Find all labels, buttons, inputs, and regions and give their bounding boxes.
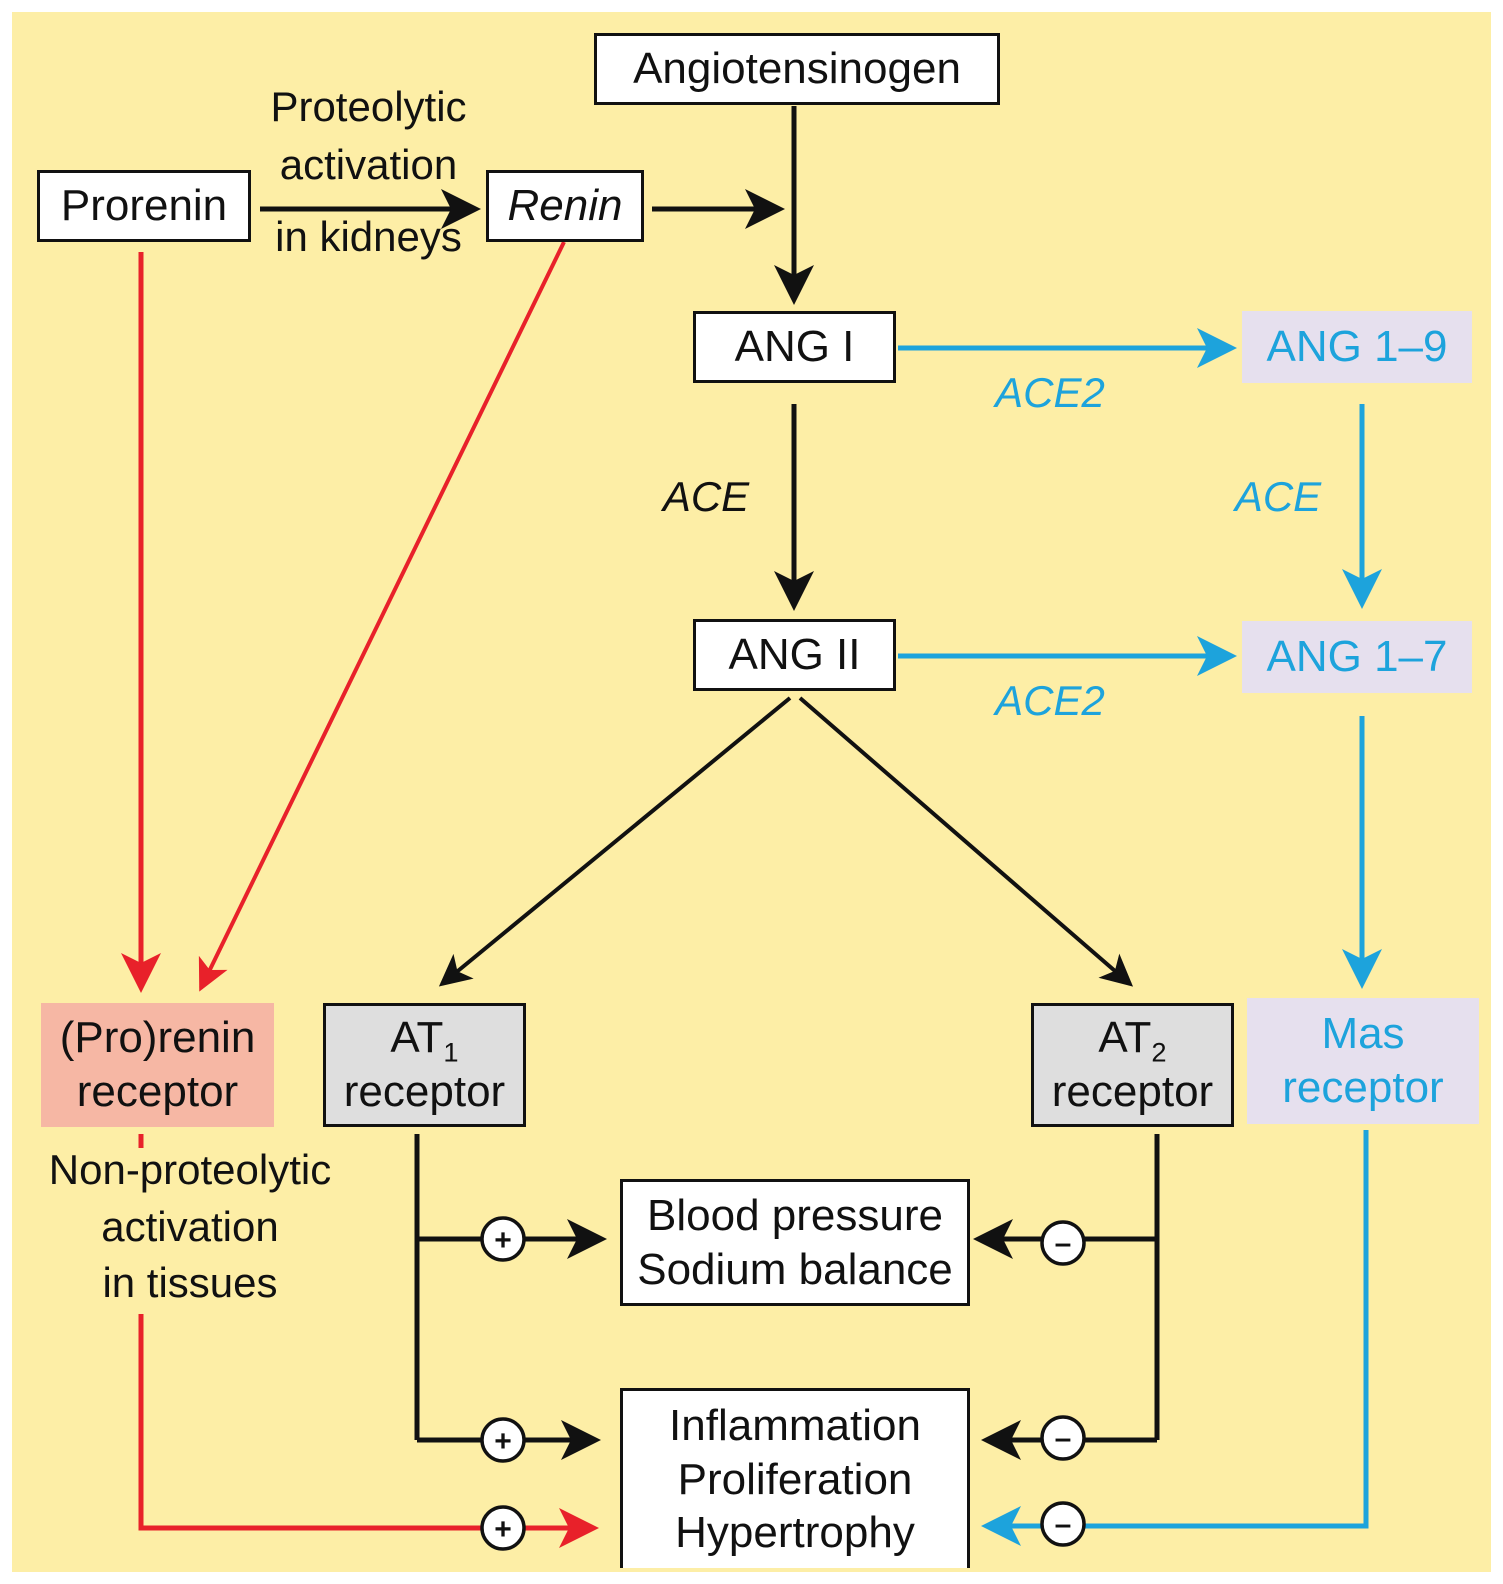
minus-label-mas: – <box>1055 1508 1072 1541</box>
at1-line2: receptor <box>343 1067 506 1116</box>
ang2-box: ANG II <box>693 619 896 691</box>
inflammation-box: Inflammation Proliferation Hypertrophy <box>620 1388 970 1568</box>
inflammation-line2: Proliferation <box>677 1454 913 1504</box>
non-proteolytic-line3: in tissues <box>102 1259 278 1307</box>
renin-box: Renin <box>486 170 644 242</box>
non-proteolytic-line1: Non-proteolytic <box>48 1146 332 1193</box>
prorenin-receptor-line2: receptor <box>76 1067 239 1116</box>
ace-right-text: ACE <box>1234 473 1322 520</box>
plus-sign-bp <box>480 1216 526 1262</box>
proteolytic-activation-label: Proteolytic activation in kidneys <box>256 78 481 266</box>
ace2-upper-text: ACE2 <box>995 369 1105 416</box>
minus-label-bp: – <box>1055 1227 1072 1260</box>
arrow-mas-inflammation <box>981 1130 1369 1546</box>
proteolytic-line2: activation <box>279 140 458 188</box>
arrow-receptor-inflammation <box>138 1314 599 1548</box>
minus-sign-bp <box>1040 1220 1086 1266</box>
ang1-label: ANG I <box>734 322 855 372</box>
prorenin-receptor-line1: (Pro)renin <box>59 1013 256 1063</box>
at1-name: AT1 <box>390 1011 459 1068</box>
prorenin-box: Prorenin <box>37 170 251 242</box>
ang17-label: ANG 1–7 <box>1266 632 1448 682</box>
ace2-lower-label: ACE2 <box>980 672 1120 730</box>
arrow-ang2-at1 <box>438 696 792 987</box>
plus-label-bp: + <box>494 1224 512 1257</box>
non-proteolytic-line2: activation <box>101 1202 279 1250</box>
angiotensinogen-box: Angiotensinogen <box>594 33 1000 105</box>
proteolytic-line3: in kidneys <box>275 212 462 260</box>
at2-subscript: 2 <box>1151 1036 1167 1068</box>
renin-label: Renin <box>507 181 623 231</box>
at1-subscript: 1 <box>443 1036 459 1068</box>
ace-right-label: ACE <box>1228 468 1328 526</box>
mas-receptor-box: Mas receptor <box>1247 998 1479 1124</box>
at2-name: AT2 <box>1098 1011 1167 1068</box>
ang2-label: ANG II <box>728 630 861 680</box>
ang19-label: ANG 1–9 <box>1266 322 1448 372</box>
prorenin-receptor-box: (Pro)renin receptor <box>41 1003 274 1127</box>
plus-label-red: + <box>494 1513 512 1546</box>
ang17-box: ANG 1–7 <box>1242 621 1472 693</box>
inflammation-line3: Hypertrophy <box>675 1508 915 1558</box>
arrow-renin-receptor <box>198 241 566 992</box>
blood-pressure-box: Blood pressure Sodium balance <box>620 1179 970 1306</box>
plus-sign-red <box>480 1505 526 1551</box>
ang19-box: ANG 1–9 <box>1242 311 1472 383</box>
ang1-box: ANG I <box>693 311 896 383</box>
ace-left-text: ACE <box>662 473 750 520</box>
prorenin-label: Prorenin <box>60 181 228 231</box>
ace-left-label: ACE <box>656 468 756 526</box>
bp-line1: Blood pressure <box>647 1190 943 1240</box>
at1-receptor-box: AT1 receptor <box>323 1003 526 1127</box>
mas-receptor-line1: Mas <box>1321 1009 1405 1059</box>
inflammation-line1: Inflammation <box>669 1400 921 1450</box>
proteolytic-line1: Proteolytic <box>270 83 467 130</box>
at2-line2: receptor <box>1051 1067 1214 1116</box>
diagram-background <box>12 12 1491 1572</box>
arrow-ang2-at2 <box>798 696 1134 987</box>
at2-receptor-box: AT2 receptor <box>1031 1003 1234 1127</box>
minus-label-inflammation: – <box>1055 1422 1072 1455</box>
non-proteolytic-activation-label: Non-proteolytic activation in tissues <box>25 1142 355 1312</box>
minus-sign-mas <box>1040 1501 1086 1547</box>
at2-prefix: AT <box>1098 1013 1152 1063</box>
mas-receptor-line2: receptor <box>1282 1063 1444 1112</box>
angiotensinogen-label: Angiotensinogen <box>633 44 961 94</box>
ace2-lower-text: ACE2 <box>995 677 1105 724</box>
ace2-upper-label: ACE2 <box>980 364 1120 422</box>
plus-sign-inflammation <box>480 1417 526 1463</box>
at1-prefix: AT <box>390 1013 444 1063</box>
minus-sign-inflammation <box>1040 1415 1086 1461</box>
bp-line2: Sodium balance <box>637 1244 953 1294</box>
plus-label-inflammation: + <box>494 1425 512 1458</box>
